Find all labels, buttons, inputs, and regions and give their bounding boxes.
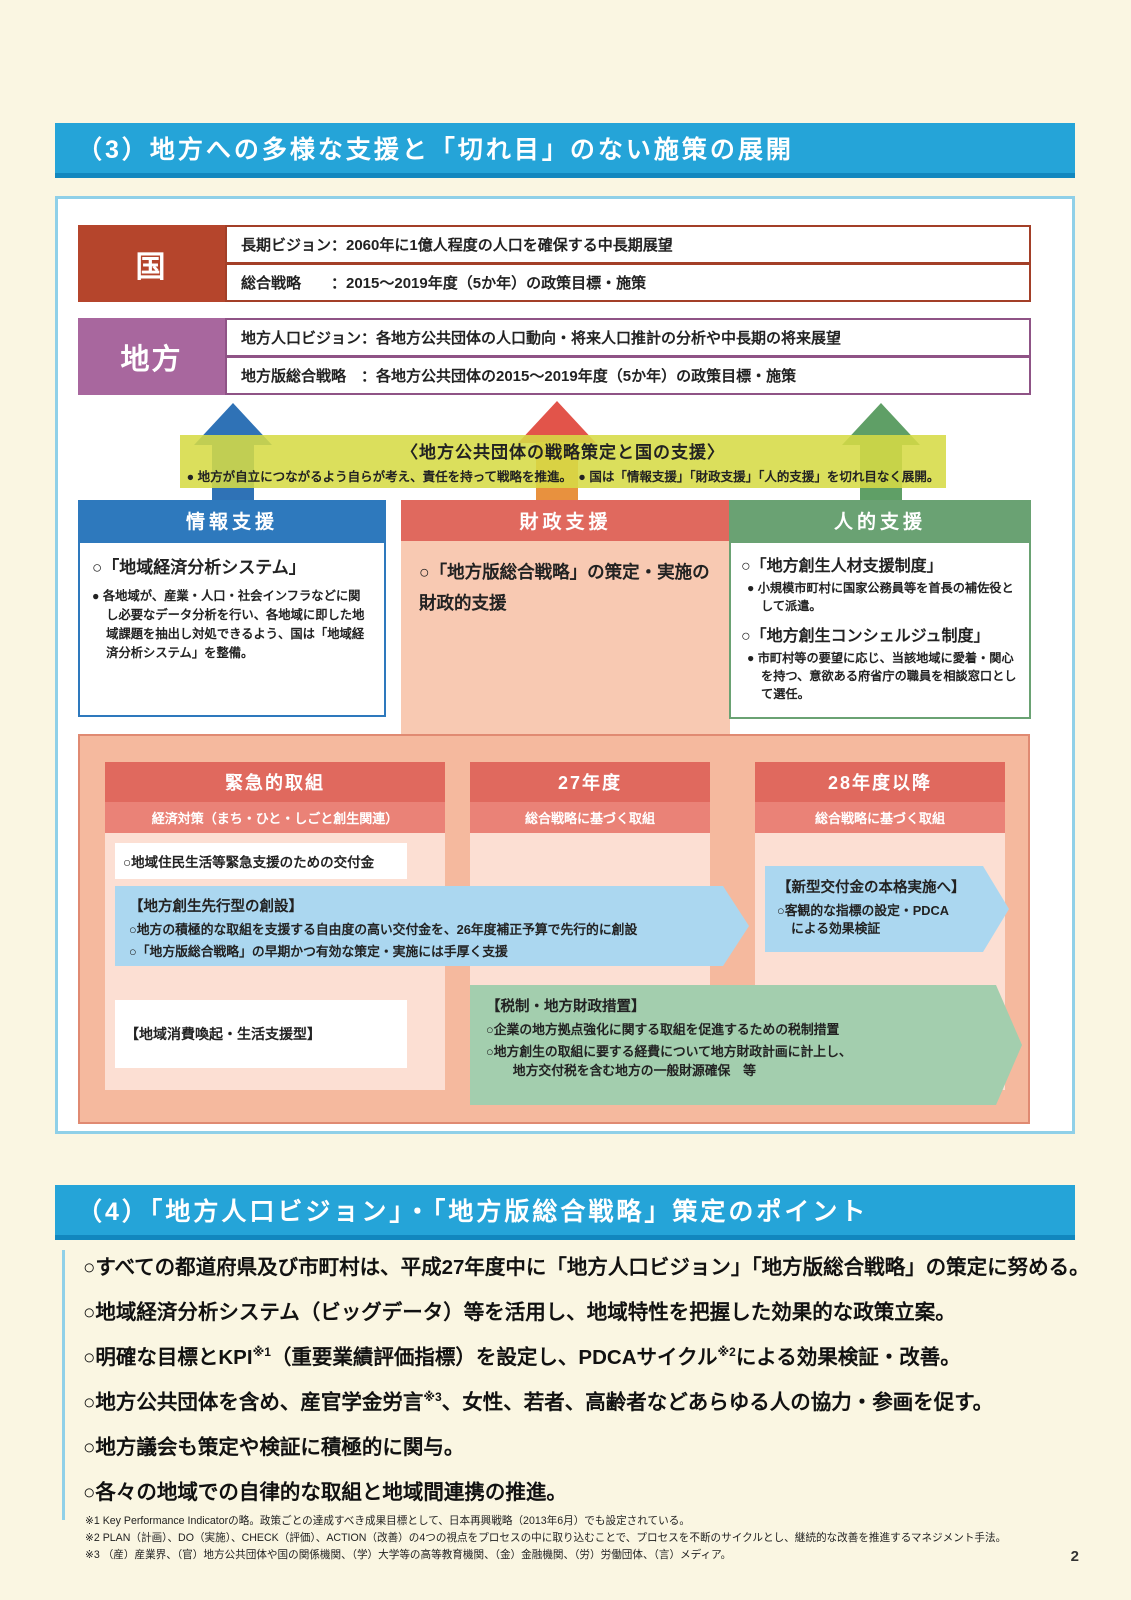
emergency-grant-box: ○地域住民生活等緊急支援のための交付金 — [115, 843, 407, 879]
timeline-col2-header: 27年度 — [470, 762, 710, 802]
info-support-body: ○「地域経済分析システム」 ● 各地域が、産業・人口・社会インフラなどに関し必要… — [78, 541, 386, 717]
timeline-col1-subheader: 経済対策（まち・ひと・しごと創生関連） — [105, 802, 445, 833]
timeline-col3-header: 28年度以降 — [755, 762, 1005, 802]
section3-title: （3）地方への多様な支援と「切れ目」のない施策の展開 — [77, 136, 794, 164]
info-support-item-title: ○「地域経済分析システム」 — [92, 558, 306, 577]
fiscal-support-item-title: ○「地方版総合戦略」の策定・実施の財政的支援 — [419, 562, 710, 613]
new-grant-line2: による効果検証 — [791, 921, 881, 937]
footnote-2: ※2 PLAN（計画）、DO（実施）、CHECK（評価）、ACTION（改善）の… — [85, 1532, 1007, 1545]
tax-measures-line1: ○企業の地方拠点強化に関する取組を促進するための税制措置 — [486, 1022, 840, 1037]
human-support-item2-body: ● 市町村等の要望に応じ、当該地域に愛着・関心を持つ、意欲ある府省庁の職員を相談… — [747, 650, 1017, 702]
timeline-col1-header: 緊急的取組 — [105, 762, 445, 802]
human-support-item1-title: ○「地方創生人材支援制度」 — [741, 558, 943, 575]
page-number: 2 — [1070, 1548, 1079, 1565]
human-support-header: 人的支援 — [729, 500, 1031, 541]
local-label: 地方 — [78, 318, 225, 395]
points-list: ○すべての都道府県及び市町村は、平成27年度中に「地方人口ビジョン」「地方版総合… — [62, 1250, 1090, 1520]
local-row-local-strategy: 地方版総合戦略 ：各地方公共団体の2015～2019年度（5か年）の政策目標・施… — [225, 356, 1031, 395]
tax-measures-arrow-box: 【税制・地方財政措置】 ○企業の地方拠点強化に関する取組を促進するための税制措置… — [470, 985, 1022, 1105]
tax-measures-line3: 地方交付税を含む地方の一般財源確保 等 — [500, 1062, 756, 1078]
leading-type-line1: ○地方の積極的な取組を支援する自由度の高い交付金を、26年度補正予算で先行的に創… — [129, 922, 638, 937]
consumption-support-box: 【地域消費喚起・生活支援型】 — [115, 1000, 407, 1068]
tax-measures-line2: ○地方創生の取組に要する経費について地方財政計画に計上し、 — [486, 1044, 852, 1060]
fiscal-support-body: ○「地方版総合戦略」の策定・実施の財政的支援 — [401, 541, 730, 736]
leading-type-title: 【地方創生先行型の創設】 — [129, 899, 303, 915]
national-row-longterm-vision: 長期ビジョン：2060年に1億人程度の人口を確保する中長期展望 — [225, 225, 1031, 264]
footnote-3: ※3 （産）産業界、（官）地方公共団体や国の関係機関、（学）大学等の高等教育機関… — [85, 1549, 732, 1562]
human-support-item2-title: ○「地方創生コンシェルジュ制度」 — [741, 627, 990, 645]
banner-bullets: ● 地方が自立につながるよう自らが考え、責任を持って戦略を推進。 ● 国は「情報… — [186, 470, 940, 484]
footnote-1: ※1 Key Performance Indicatorの略。政策ごとの達成すべ… — [85, 1515, 690, 1527]
point-item-1: ○すべての都道府県及び市町村は、平成27年度中に「地方人口ビジョン」「地方版総合… — [83, 1256, 1090, 1279]
timeline-col3-subheader: 総合戦略に基づく取組 — [755, 802, 1005, 833]
point-item-5: ○地方議会も策定や検証に積極的に関与。 — [83, 1436, 465, 1459]
section4-title: （4）「地方人口ビジョン」・「地方版総合戦略」策定のポイント — [77, 1198, 869, 1226]
point-item-2: ○地域経済分析システム（ビッグデータ）等を活用し、地域特性を把握した効果的な政策… — [83, 1301, 956, 1324]
timeline-col2-subheader: 総合戦略に基づく取組 — [470, 802, 710, 833]
section4-header: （4）「地方人口ビジョン」・「地方版総合戦略」策定のポイント — [55, 1185, 1075, 1240]
human-support-body: ○「地方創生人材支援制度」 ● 小規模市町村に国家公務員等を首長の補佐役として派… — [729, 541, 1031, 719]
national-row-comprehensive-strategy: 総合戦略 ：2015～2019年度（5か年）の政策目標・施策 — [225, 263, 1031, 302]
point-item-3: ○明確な目標とKPI※1（重要業績評価指標）を設定し、PDCAサイクル※2による… — [83, 1345, 961, 1369]
new-grant-title: 【新型交付金の本格実施へ】 — [777, 880, 966, 896]
strategy-support-banner: 〈地方公共団体の戦略策定と国の支援〉 ● 地方が自立につながるよう自らが考え、責… — [180, 435, 946, 488]
new-grant-line1: ○客観的な指標の設定・PDCA — [777, 903, 949, 918]
banner-title: 〈地方公共団体の戦略策定と国の支援〉 — [401, 443, 725, 462]
info-support-item-body: ● 各地域が、産業・人口・社会インフラなどに関し必要なデータ分析を行い、各地域に… — [92, 589, 365, 661]
section3-header: （3）地方への多様な支援と「切れ目」のない施策の展開 — [55, 123, 1075, 178]
footnotes: ※1 Key Performance Indicatorの略。政策ごとの達成すべ… — [85, 1513, 1075, 1564]
tax-measures-title: 【税制・地方財政措置】 — [486, 999, 646, 1015]
point-item-6: ○各々の地域での自律的な取組と地域間連携の推進。 — [83, 1481, 567, 1504]
fiscal-support-header: 財政支援 — [401, 500, 730, 541]
info-support-header: 情報支援 — [78, 500, 386, 541]
national-label: 国 — [78, 225, 225, 302]
new-grant-arrow-box: 【新型交付金の本格実施へ】 ○客観的な指標の設定・PDCA による効果検証 — [765, 866, 1009, 952]
leading-type-line2: ○「地方版総合戦略」の早期かつ有効な策定・実施には手厚く支援 — [129, 944, 508, 960]
point-item-4: ○地方公共団体を含め、産官学金労言※3、女性、若者、高齢者などあらゆる人の協力・… — [83, 1390, 994, 1414]
human-support-item1-body: ● 小規模市町村に国家公務員等を首長の補佐役として派遣。 — [747, 581, 1014, 614]
leading-type-arrow-box: 【地方創生先行型の創設】 ○地方の積極的な取組を支援する自由度の高い交付金を、2… — [115, 886, 749, 966]
local-row-population-vision: 地方人口ビジョン：各地方公共団体の人口動向・将来人口推計の分析や中長期の将来展望 — [225, 318, 1031, 357]
